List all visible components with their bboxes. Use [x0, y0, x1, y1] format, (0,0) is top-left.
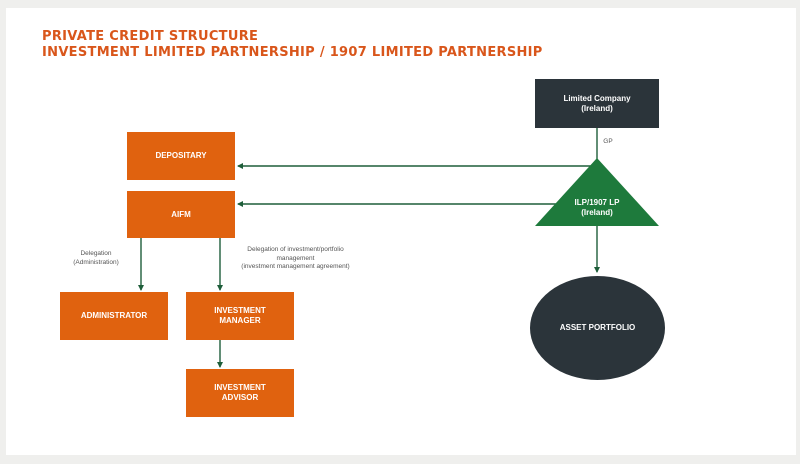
asset-portfolio-ellipse: ASSET PORTFOLIO: [530, 276, 665, 380]
administrator-box: ADMINISTRATOR: [60, 292, 168, 340]
ilp-triangle: [535, 158, 659, 226]
limited-company-box: Limited Company (Ireland): [535, 79, 659, 128]
ilp-label: ILP/1907 LP (Ireland): [574, 198, 620, 217]
investment-manager-box: INVESTMENT MANAGER: [186, 292, 294, 340]
investment-advisor-box: INVESTMENT ADVISOR: [186, 369, 294, 417]
delegation-investment-label: Delegation of investment/portfolio manag…: [241, 246, 350, 270]
asset-portfolio-label: ASSET PORTFOLIO: [559, 323, 636, 332]
depositary-box: DEPOSITARY: [127, 132, 235, 180]
aifm-box: AIFM: [127, 191, 235, 238]
diagram-subtitle: INVESTMENT LIMITED PARTNERSHIP / 1907 LI…: [42, 45, 543, 60]
diagram-title: PRIVATE CREDIT STRUCTURE: [42, 29, 259, 44]
gp-label: GP: [603, 138, 613, 145]
delegation-admin-label: Delegation (Administration): [73, 250, 119, 266]
